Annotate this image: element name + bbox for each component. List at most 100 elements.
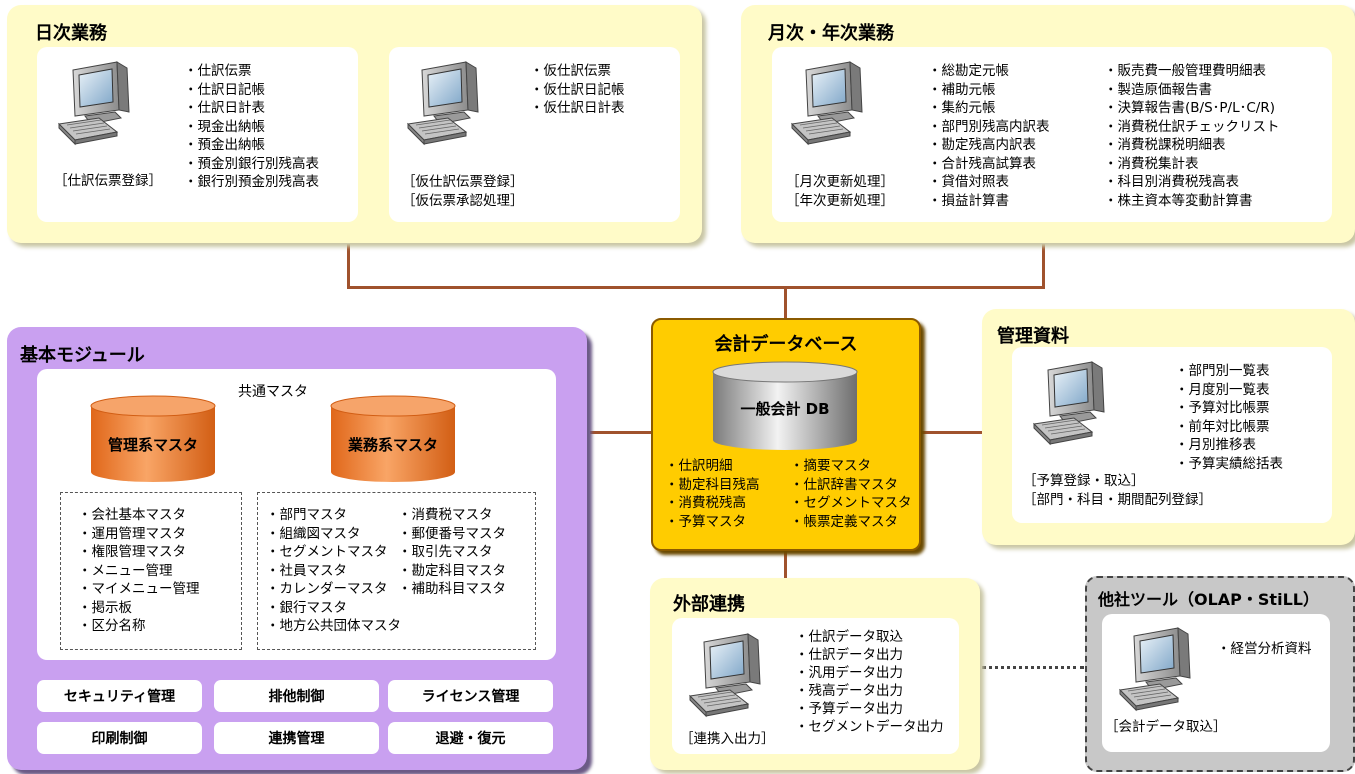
list-item: 消費税マスタ	[398, 506, 506, 525]
list-item: 部門別一覧表	[1175, 362, 1283, 381]
monthly-report-list-2: 販売費一般管理費明細表 製造原価報告書 決算報告書(B/S･P/L･C/R) 消…	[1104, 62, 1280, 210]
list-item: 販売費一般管理費明細表	[1104, 62, 1280, 81]
list-item: 予算対比帳票	[1175, 399, 1283, 418]
list-item: 仮仕訳日記帳	[530, 81, 625, 100]
dotted-connector	[982, 666, 1084, 669]
computer-icon	[1119, 627, 1191, 711]
caption-text: 部門・科目・期間配列登録	[1023, 491, 1212, 510]
list-item: 勘定科目残高	[665, 476, 760, 495]
list-item: セグメントマスタ	[790, 494, 912, 513]
computer-icon	[689, 633, 761, 717]
list-item: 取引先マスタ	[398, 543, 506, 562]
list-item: 権限管理マスタ	[78, 543, 200, 562]
list-item: 勘定科目マスタ	[398, 562, 507, 581]
print-control-button[interactable]: 印刷制御	[37, 722, 202, 754]
business-master-list-1: 部門マスタ 組織図マスタ セグメントマスタ 社員マスタ カレンダーマスタ 銀行マ…	[266, 506, 402, 636]
list-item: 銀行マスタ	[266, 599, 401, 618]
list-item: 帳票定義マスタ	[790, 513, 912, 532]
list-item: 予算マスタ	[665, 513, 760, 532]
list-item: 摘要マスタ	[790, 457, 912, 476]
list-item: 仕訳日計表	[184, 99, 319, 118]
management-master-list-box	[60, 492, 242, 650]
list-item: 科目別消費税残高表	[1104, 173, 1280, 192]
list-item: 部門別残高内訳表	[928, 118, 1050, 137]
management-docs-list: 部門別一覧表 月度別一覧表 予算対比帳票 前年対比帳票 月別推移表 予算実績総括…	[1175, 362, 1284, 474]
list-item: メニュー管理	[78, 562, 200, 581]
security-management-button[interactable]: セキュリティ管理	[37, 680, 202, 712]
list-item: 損益計算書	[928, 192, 1050, 211]
connector-line	[917, 431, 983, 434]
list-item: 集約元帳	[928, 99, 1050, 118]
computer-icon	[1033, 361, 1105, 445]
list-item: 組織図マスタ	[266, 525, 401, 544]
list-item: 仕訳日記帳	[184, 81, 319, 100]
list-item: 勘定残高内訳表	[928, 136, 1050, 155]
list-item: 株主資本等変動計算書	[1104, 192, 1280, 211]
list-item: 予算実績総括表	[1175, 455, 1284, 474]
list-item: 仮仕訳日計表	[530, 99, 625, 118]
daily-title: 日次業務	[35, 23, 107, 44]
list-item: 月度別一覧表	[1175, 381, 1283, 400]
list-item: 消費税集計表	[1104, 155, 1280, 174]
list-item: セグメントマスタ	[266, 543, 401, 562]
list-item: 仕訳データ取込	[795, 628, 944, 646]
caption-text: 年次更新処理	[786, 192, 894, 211]
list-item: 補助元帳	[928, 81, 1050, 100]
caption-text: 会計データ取込	[1105, 718, 1227, 737]
list-item: 貸借対照表	[928, 173, 1050, 192]
connector-line	[347, 244, 350, 288]
list-item: 予算データ出力	[795, 700, 944, 718]
business-master-label: 業務系マスタ	[347, 436, 438, 454]
caption-text: 連携入出力	[680, 730, 775, 749]
provisional-report-list: 仮仕訳伝票 仮仕訳日記帳 仮仕訳日計表	[530, 62, 625, 118]
list-item: 残高データ出力	[795, 682, 944, 700]
list-item: 運用管理マスタ	[78, 525, 200, 544]
common-master-label: 共通マスタ	[238, 384, 308, 400]
list-item: 地方公共団体マスタ	[266, 617, 402, 636]
general-accounting-db-cylinder	[712, 361, 858, 450]
management-master-label: 管理系マスタ	[107, 436, 198, 454]
db-contents-list-2: 摘要マスタ 仕訳辞書マスタ セグメントマスタ 帳票定義マスタ	[790, 457, 912, 531]
list-item: 仕訳辞書マスタ	[790, 476, 912, 495]
connector-line	[784, 548, 787, 578]
computer-icon	[58, 61, 130, 145]
basic-module-title: 基本モジュール	[20, 345, 145, 366]
list-item: 補助科目マスタ	[398, 580, 507, 599]
integration-management-button[interactable]: 連携管理	[214, 722, 379, 754]
list-item: 前年対比帳票	[1175, 418, 1283, 437]
computer-icon	[791, 61, 863, 145]
accounting-db-title: 会計データベース	[714, 334, 858, 355]
list-item: 会社基本マスタ	[78, 506, 200, 525]
list-item: 消費税残高	[665, 494, 760, 513]
list-item: 仮仕訳伝票	[530, 62, 625, 81]
exclusive-control-button[interactable]: 排他制御	[214, 680, 379, 712]
license-management-button[interactable]: ライセンス管理	[388, 680, 553, 712]
list-item: 合計残高試算表	[928, 155, 1050, 174]
monthly-report-list-1: 総勘定元帳 補助元帳 集約元帳 部門別残高内訳表 勘定残高内訳表 合計残高試算表…	[928, 62, 1050, 210]
management-docs-title: 管理資料	[997, 326, 1069, 347]
list-item: 総勘定元帳	[928, 62, 1050, 81]
list-item: 掲示板	[78, 599, 200, 618]
list-item: 仕訳伝票	[184, 62, 319, 81]
connector-line	[590, 431, 652, 434]
list-item: 区分名称	[78, 617, 200, 636]
list-item: カレンダーマスタ	[266, 580, 401, 599]
management-docs-caption: 予算登録・取込 部門・科目・期間配列登録	[1023, 472, 1212, 510]
list-item: 預金別銀行別残高表	[184, 155, 320, 174]
daily-caption: 仕訳伝票登録	[54, 172, 162, 191]
list-item: 経営分析資料	[1217, 640, 1312, 659]
connector-line	[784, 286, 787, 320]
management-master-cylinder	[90, 395, 216, 482]
db-contents-list-1: 仕訳明細 勘定科目残高 消費税残高 予算マスタ	[665, 457, 760, 531]
list-item: 銀行別預金別残高表	[184, 173, 320, 192]
caption-text: 仮伝票承認処理	[402, 192, 524, 211]
caption-text: 仮仕訳伝票登録	[402, 173, 524, 192]
connector-line	[347, 286, 1045, 289]
list-item: 部門マスタ	[266, 506, 401, 525]
list-item: 汎用データ出力	[795, 664, 944, 682]
list-item: マイメニュー管理	[78, 580, 200, 599]
backup-restore-button[interactable]: 退避・復元	[388, 722, 553, 754]
list-item: セグメントデータ出力	[795, 718, 944, 736]
list-item: 月別推移表	[1175, 436, 1283, 455]
third-party-tools-list: 経営分析資料	[1217, 640, 1312, 659]
